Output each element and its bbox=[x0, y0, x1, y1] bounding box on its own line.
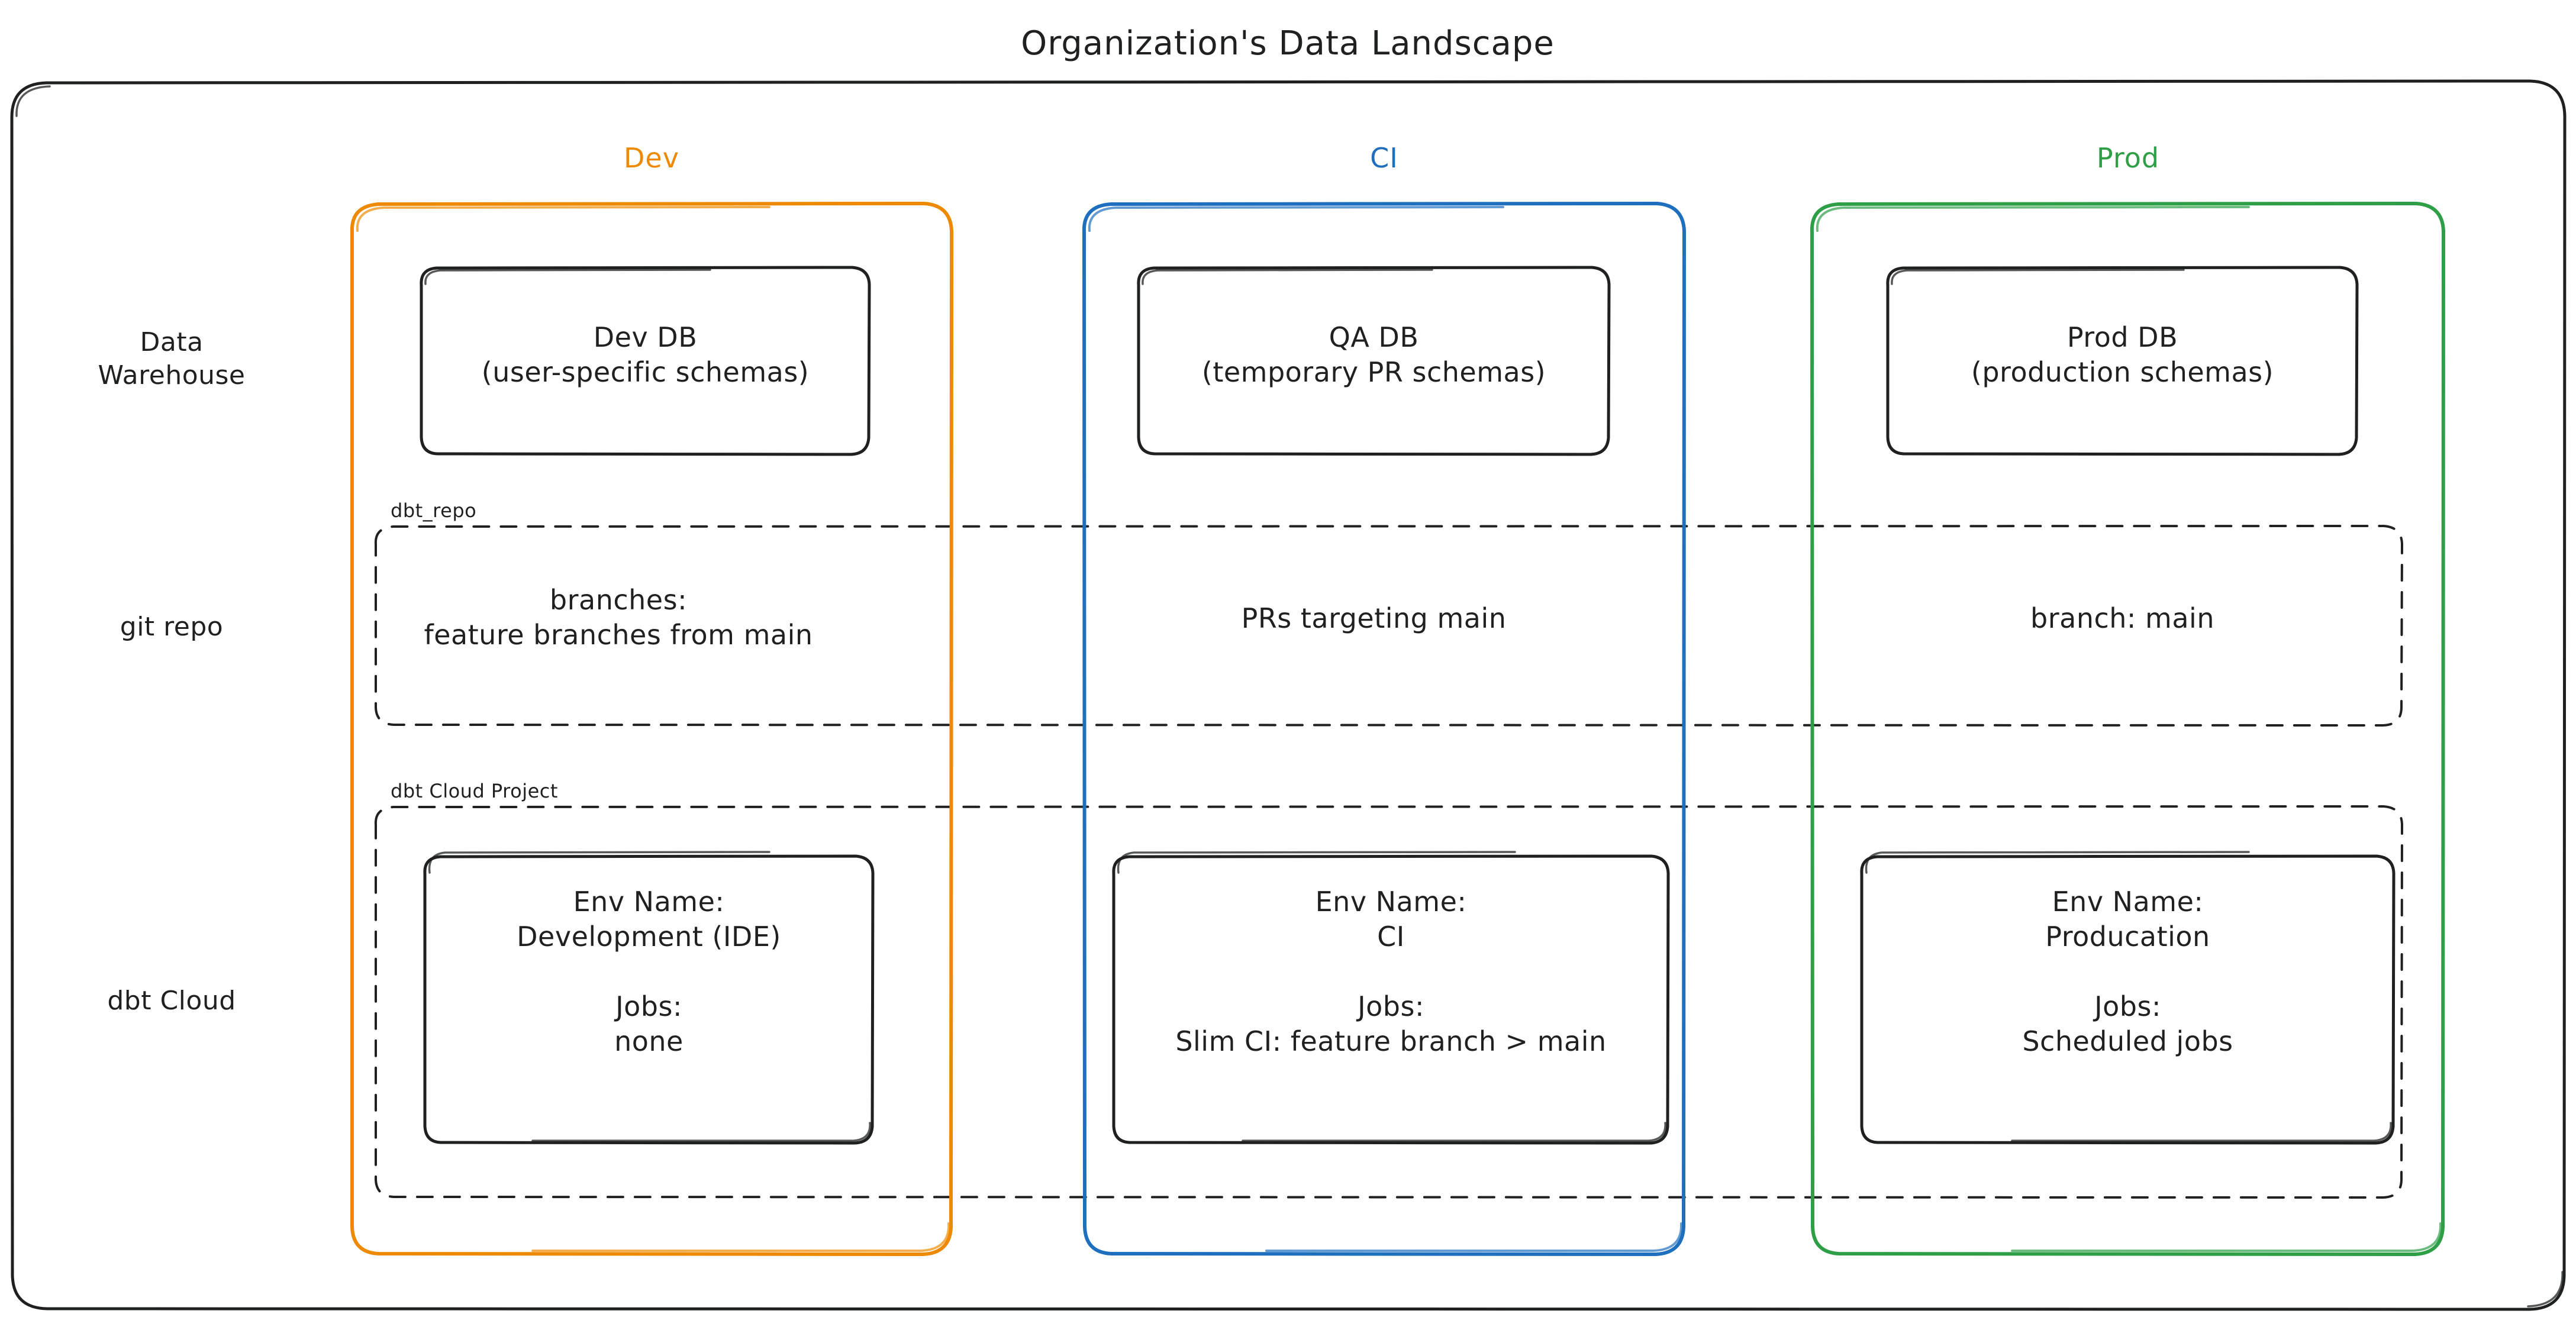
column-header-dev: Dev bbox=[624, 142, 679, 174]
node-prod-warehouse-label: Prod DB (production schemas) bbox=[1971, 321, 2274, 388]
cluster-label-dbt-repo: dbt_repo bbox=[391, 499, 477, 522]
outer-frame bbox=[10, 79, 2567, 1311]
node-prod-git-label: branch: main bbox=[2030, 602, 2214, 634]
node-dev-git-label: branches: feature branches from main bbox=[424, 584, 813, 651]
node-dev-warehouse-label: Dev DB (user-specific schemas) bbox=[481, 321, 810, 388]
diagram-title: Organization's Data Landscape bbox=[1021, 24, 1555, 63]
row-label-data-warehouse: Data Warehouse bbox=[98, 327, 246, 391]
row-label-git-repo: git repo bbox=[120, 612, 224, 642]
node-ci-dbtcloud-label: Env Name: CI Jobs: Slim CI: feature bran… bbox=[1175, 886, 1607, 1057]
column-header-prod: Prod bbox=[2096, 142, 2160, 174]
node-dev-dbtcloud-label: Env Name: Development (IDE) Jobs: none bbox=[517, 886, 781, 1057]
column-header-ci: CI bbox=[1370, 142, 1398, 174]
node-ci-warehouse-label: QA DB (temporary PR schemas) bbox=[1201, 321, 1546, 388]
cluster-label-dbt-cloud-project: dbt Cloud Project bbox=[391, 780, 558, 802]
row-label-dbt-cloud: dbt Cloud bbox=[107, 986, 236, 1016]
node-ci-git-label: PRs targeting main bbox=[1241, 602, 1507, 634]
node-prod-dbtcloud-label: Env Name: Producation Jobs: Scheduled jo… bbox=[2022, 886, 2233, 1057]
